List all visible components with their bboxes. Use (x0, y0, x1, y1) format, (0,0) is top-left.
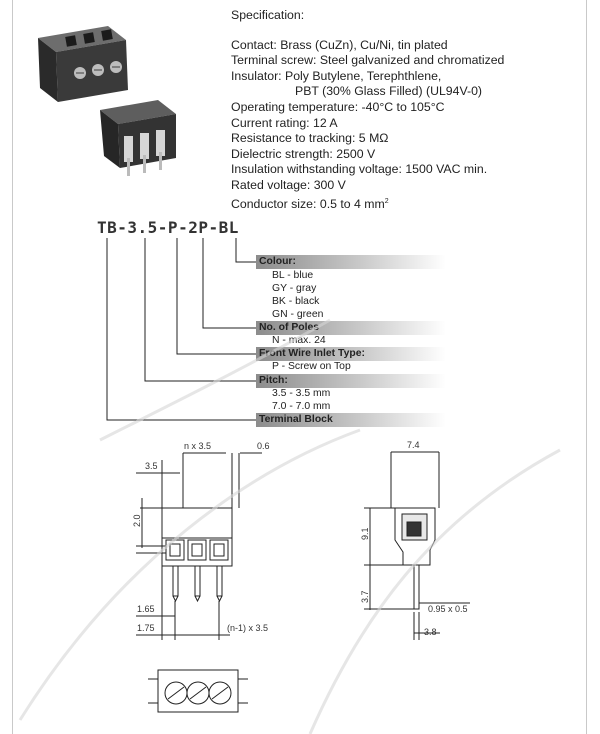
leader-poles (202, 238, 256, 329)
terminal-block-bottom-image (100, 100, 176, 176)
dim-pin-offset: 1.65 (137, 604, 155, 614)
front-view-top (161, 507, 233, 539)
part-number: TB-3.5-P-2P-BL (97, 218, 239, 237)
top-view-body (157, 669, 239, 713)
dim-gap: 0.6 (257, 441, 270, 451)
terminal-block-top-image (38, 26, 128, 102)
spec-dielectric: Dielectric strength: 2500 V (231, 146, 376, 161)
legend-colour-head: Colour: (259, 256, 296, 267)
legend-poles-item: N - max. 24 (272, 335, 326, 346)
spec-conductor-size: Conductor size: 0.5 to 4 mm2 (231, 196, 389, 211)
legend-colour-black: BK - black (272, 296, 320, 307)
spec-resistance: Resistance to tracking: 5 MΩ (231, 131, 389, 146)
legend-block-head: Terminal Block (259, 414, 333, 425)
legend-pitch-35: 3.5 - 3.5 mm (272, 388, 331, 399)
spec-terminal-screw: Terminal screw: Steel galvanized and chr… (231, 53, 505, 68)
dim-n-pitch: n x 3.5 (184, 441, 211, 451)
dim-pin-size: 0.95 x 0.5 (428, 604, 468, 614)
specification-title: Specification: (231, 8, 305, 22)
dim-height-body: 9.1 (360, 527, 370, 540)
dim-pin-len: 3.7 (360, 590, 370, 603)
dim-pin-pos: 3.8 (424, 627, 437, 637)
legend-pitch-head: Pitch: (259, 375, 288, 386)
legend-colour-green: GN - green (272, 309, 324, 320)
legend-colour-gray: GY - gray (272, 283, 317, 294)
opening-1 (165, 539, 185, 561)
pin-1 (172, 565, 179, 597)
legend-poles-head: No. of Poles (259, 322, 320, 333)
dim-pitch: 3.5 (145, 461, 158, 471)
leader-colour (235, 238, 256, 263)
spec-current-rating: Current rating: 12 A (231, 115, 338, 130)
side-view-screw (406, 521, 422, 537)
spec-insulator: Insulator: Poly Butylene, Terephthlene, (231, 68, 442, 83)
spec-insulator-cont: PBT (30% Glass Filled) (UL94V-0) (295, 84, 483, 99)
page-edge-left (12, 0, 13, 734)
front-view-body (161, 537, 233, 567)
pin-2 (194, 565, 201, 597)
spec-rated-voltage: Rated voltage: 300 V (231, 177, 346, 192)
specification-block: Specification: Contact: Brass (CuZn), Cu… (231, 8, 571, 212)
product-photo (38, 26, 176, 176)
dim-n-minus-pitch: (n-1) x 3.5 (227, 623, 268, 633)
legend-inlet-item: P - Screw on Top (272, 361, 351, 372)
leader-pitch (144, 238, 256, 382)
side-view-pin (413, 564, 420, 610)
pin-3 (216, 565, 223, 597)
leader-block (106, 238, 256, 421)
spec-operating-temp: Operating temperature: -40°C to 105°C (231, 99, 445, 114)
dim-edge: 1.75 (137, 623, 155, 633)
opening-2 (187, 539, 207, 561)
legend-pitch-70: 7.0 - 7.0 mm (272, 401, 331, 412)
dim-height-top: 2.0 (132, 514, 142, 527)
dim-depth: 7.4 (407, 440, 420, 450)
page-edge-right (586, 0, 587, 734)
legend-inlet-head: Front Wire Inlet Type: (259, 348, 365, 359)
technical-drawing: n x 3.5 0.6 3.5 2.0 1.65 1.75 (n-1) x 3.… (132, 440, 470, 713)
opening-3 (209, 539, 229, 561)
spec-contact: Contact: Brass (CuZn), Cu/Ni, tin plated (231, 37, 448, 52)
legend-colour-blue: BL - blue (272, 270, 314, 281)
spec-insulation-voltage: Insulation withstanding voltage: 1500 VA… (231, 162, 488, 177)
leader-inlet (176, 238, 256, 355)
